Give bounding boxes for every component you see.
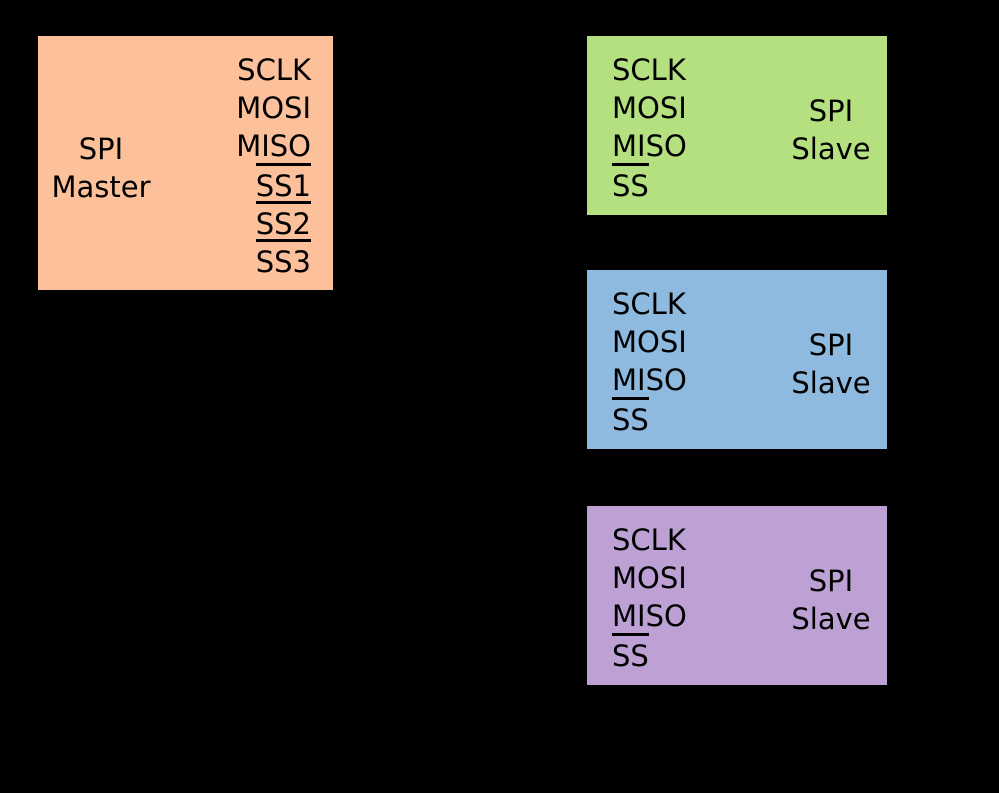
master-pin-miso: MISO (236, 129, 311, 163)
slave1-pin-row-miso: MISO (612, 127, 687, 165)
slave3-pin-ss: SS (612, 633, 649, 675)
slave3-pin-list: SCLK MOSI MISO SS (612, 521, 687, 673)
spi-slave3-title: SPI Slave (763, 562, 899, 638)
master-pin-sclk: SCLK (237, 53, 311, 87)
spi-master-title-line1: SPI (78, 132, 124, 166)
spi-slave2-title: SPI Slave (763, 326, 899, 402)
slave1-pin-mosi: MOSI (612, 91, 687, 125)
slave2-pin-sclk: SCLK (612, 287, 686, 321)
spi-slave3-box: SCLK MOSI MISO SS SPI Slave (584, 503, 890, 688)
spi-slave3-title-line1: SPI (808, 564, 854, 598)
slave1-pin-sclk: SCLK (612, 53, 686, 87)
master-pin-row-ss2: SS2 (236, 201, 311, 243)
spi-slave1-title: SPI Slave (763, 92, 899, 168)
slave2-pin-miso: MISO (612, 363, 687, 397)
spi-slave1-title-line1: SPI (808, 94, 854, 128)
spi-slave3-title-line2: Slave (791, 602, 871, 636)
slave2-pin-list: SCLK MOSI MISO SS (612, 285, 687, 437)
master-pin-row-ss1: SS1 (236, 163, 311, 205)
slave3-pin-sclk: SCLK (612, 523, 686, 557)
slave3-pin-miso: MISO (612, 599, 687, 633)
slave3-pin-row-ss: SS (612, 633, 687, 675)
spi-slave1-box: SCLK MOSI MISO SS SPI Slave (584, 33, 890, 218)
slave2-pin-ss: SS (612, 397, 649, 439)
master-pin-mosi: MOSI (236, 91, 311, 125)
master-pin-ss2: SS2 (255, 201, 311, 243)
slave2-pin-row-miso: MISO (612, 361, 687, 399)
slave1-pin-list: SCLK MOSI MISO SS (612, 51, 687, 203)
slave1-pin-row-sclk: SCLK (612, 51, 687, 89)
slave2-pin-mosi: MOSI (612, 325, 687, 359)
slave2-pin-row-ss: SS (612, 397, 687, 439)
slave2-pin-row-sclk: SCLK (612, 285, 687, 323)
slave3-pin-row-mosi: MOSI (612, 559, 687, 597)
spi-slave1-title-line2: Slave (791, 132, 871, 166)
spi-master-title: SPI Master (46, 130, 156, 206)
master-pin-row-ss3: SS3 (236, 239, 311, 281)
spi-master-box: SPI Master SCLK MOSI MISO SS1 SS2 SS3 (35, 33, 336, 293)
master-pin-list: SCLK MOSI MISO SS1 SS2 SS3 (236, 51, 311, 279)
slave2-pin-row-mosi: MOSI (612, 323, 687, 361)
master-pin-ss1: SS1 (255, 163, 311, 205)
spi-slave2-title-line1: SPI (808, 328, 854, 362)
master-pin-row-mosi: MOSI (236, 89, 311, 127)
slave1-pin-row-mosi: MOSI (612, 89, 687, 127)
master-pin-row-miso: MISO (236, 127, 311, 165)
slave1-pin-ss: SS (612, 163, 649, 205)
slave1-pin-row-ss: SS (612, 163, 687, 205)
slave3-pin-row-sclk: SCLK (612, 521, 687, 559)
spi-slave2-box: SCLK MOSI MISO SS SPI Slave (584, 267, 890, 452)
spi-slave2-title-line2: Slave (791, 366, 871, 400)
spi-master-title-line2: Master (51, 170, 151, 204)
master-pin-row-sclk: SCLK (236, 51, 311, 89)
master-pin-ss3: SS3 (255, 239, 311, 281)
slave1-pin-miso: MISO (612, 129, 687, 163)
slave3-pin-row-miso: MISO (612, 597, 687, 635)
slave3-pin-mosi: MOSI (612, 561, 687, 595)
